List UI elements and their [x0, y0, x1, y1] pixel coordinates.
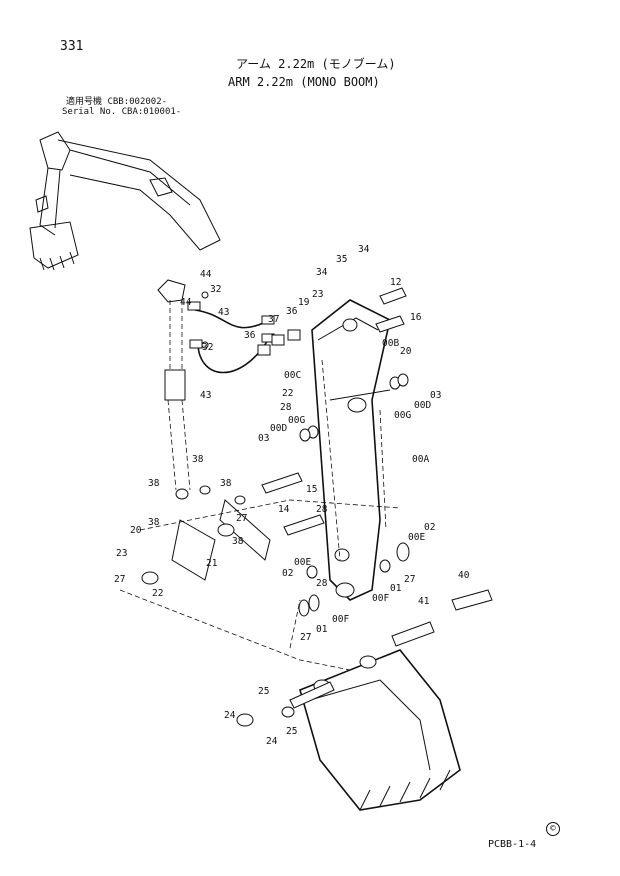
title-japanese: アーム 2.22m (モノブーム) [236, 57, 396, 71]
callout-00D: 00D [414, 400, 431, 411]
callout-28: 28 [316, 504, 328, 515]
callout-43: 43 [200, 390, 211, 401]
callout-23: 23 [116, 548, 127, 559]
callout-27: 27 [236, 513, 247, 524]
bucket [236, 649, 461, 811]
callout-03: 03 [258, 433, 269, 444]
callout-00G: 00G [288, 415, 305, 426]
callout-00D: 00D [270, 423, 287, 434]
callout-44: 44 [180, 297, 192, 308]
callout-20: 20 [400, 346, 412, 357]
callout-40: 40 [458, 570, 470, 581]
callout-22: 22 [152, 588, 163, 599]
callout-38: 38 [232, 536, 244, 547]
callout-32: 32 [202, 342, 213, 353]
callout-12: 12 [390, 277, 401, 288]
bucket-cylinder [157, 279, 191, 491]
callout-20: 20 [130, 525, 142, 536]
callout-43: 43 [218, 307, 229, 318]
callout-00A: 00A [412, 454, 429, 465]
callout-00C: 00C [284, 370, 301, 381]
document-code: PCBB-1-4 [488, 839, 537, 850]
callout-35: 35 [336, 254, 347, 265]
callout-38: 38 [220, 478, 232, 489]
serial-value-jp: CBB:002002- [107, 97, 168, 107]
copyright-mark: © [546, 822, 560, 836]
callout-22: 22 [282, 388, 293, 399]
callout-24: 24 [266, 736, 278, 747]
serial-label-en: Serial No. [62, 107, 117, 117]
callout-38: 38 [148, 517, 160, 528]
title-english: ARM 2.22m (MONO BOOM) [228, 75, 380, 89]
callout-37: 37 [268, 314, 279, 325]
callout-14: 14 [278, 504, 290, 515]
page-number: 331 [60, 39, 84, 54]
callout-00F: 00F [372, 593, 389, 604]
excavator-thumbnail [29, 131, 221, 271]
serial-value-en: CBA:010001- [121, 107, 182, 117]
callout-02: 02 [424, 522, 435, 533]
callout-03: 03 [430, 390, 441, 401]
callout-34: 34 [358, 244, 370, 255]
callout-38: 38 [192, 454, 204, 465]
callout-28: 28 [316, 578, 328, 589]
serial-label-jp: 適用号機 [66, 97, 103, 107]
pins-and-links [119, 287, 493, 671]
callout-23: 23 [312, 289, 323, 300]
arm-body [311, 299, 391, 601]
callout-19: 19 [298, 297, 310, 308]
callout-00E: 00E [408, 532, 425, 543]
callout-27: 27 [404, 574, 415, 585]
callout-24: 24 [224, 710, 236, 721]
callout-28: 28 [280, 402, 292, 413]
callout-00F: 00F [332, 614, 349, 625]
callout-00G: 00G [394, 410, 411, 421]
callout-01: 01 [316, 624, 328, 635]
callout-labels: 34 34 35 12 16 23 19 00B 20 44 32 44 43 … [114, 244, 470, 747]
callout-27: 27 [114, 574, 125, 585]
callout-00E: 00E [294, 557, 311, 568]
callout-41: 41 [418, 596, 430, 607]
callout-38: 38 [148, 478, 160, 489]
callout-44: 44 [200, 269, 212, 280]
callout-34: 34 [316, 267, 328, 278]
callout-36: 36 [286, 306, 298, 317]
callout-36: 36 [244, 330, 256, 341]
callout-32: 32 [210, 284, 221, 295]
callout-00B: 00B [382, 338, 399, 349]
callout-02: 02 [282, 568, 293, 579]
callout-27: 27 [300, 632, 311, 643]
callout-01: 01 [390, 583, 402, 594]
serial-line-japanese: 適用号機 CBB:002002- [66, 98, 167, 107]
serial-line-english: Serial No. CBA:010001- [62, 108, 181, 117]
callout-16: 16 [410, 312, 422, 323]
callout-25: 25 [258, 686, 269, 697]
callout-21: 21 [206, 558, 218, 569]
callout-25: 25 [286, 726, 297, 737]
callout-15: 15 [306, 484, 317, 495]
hydraulic-hoses [187, 291, 301, 374]
